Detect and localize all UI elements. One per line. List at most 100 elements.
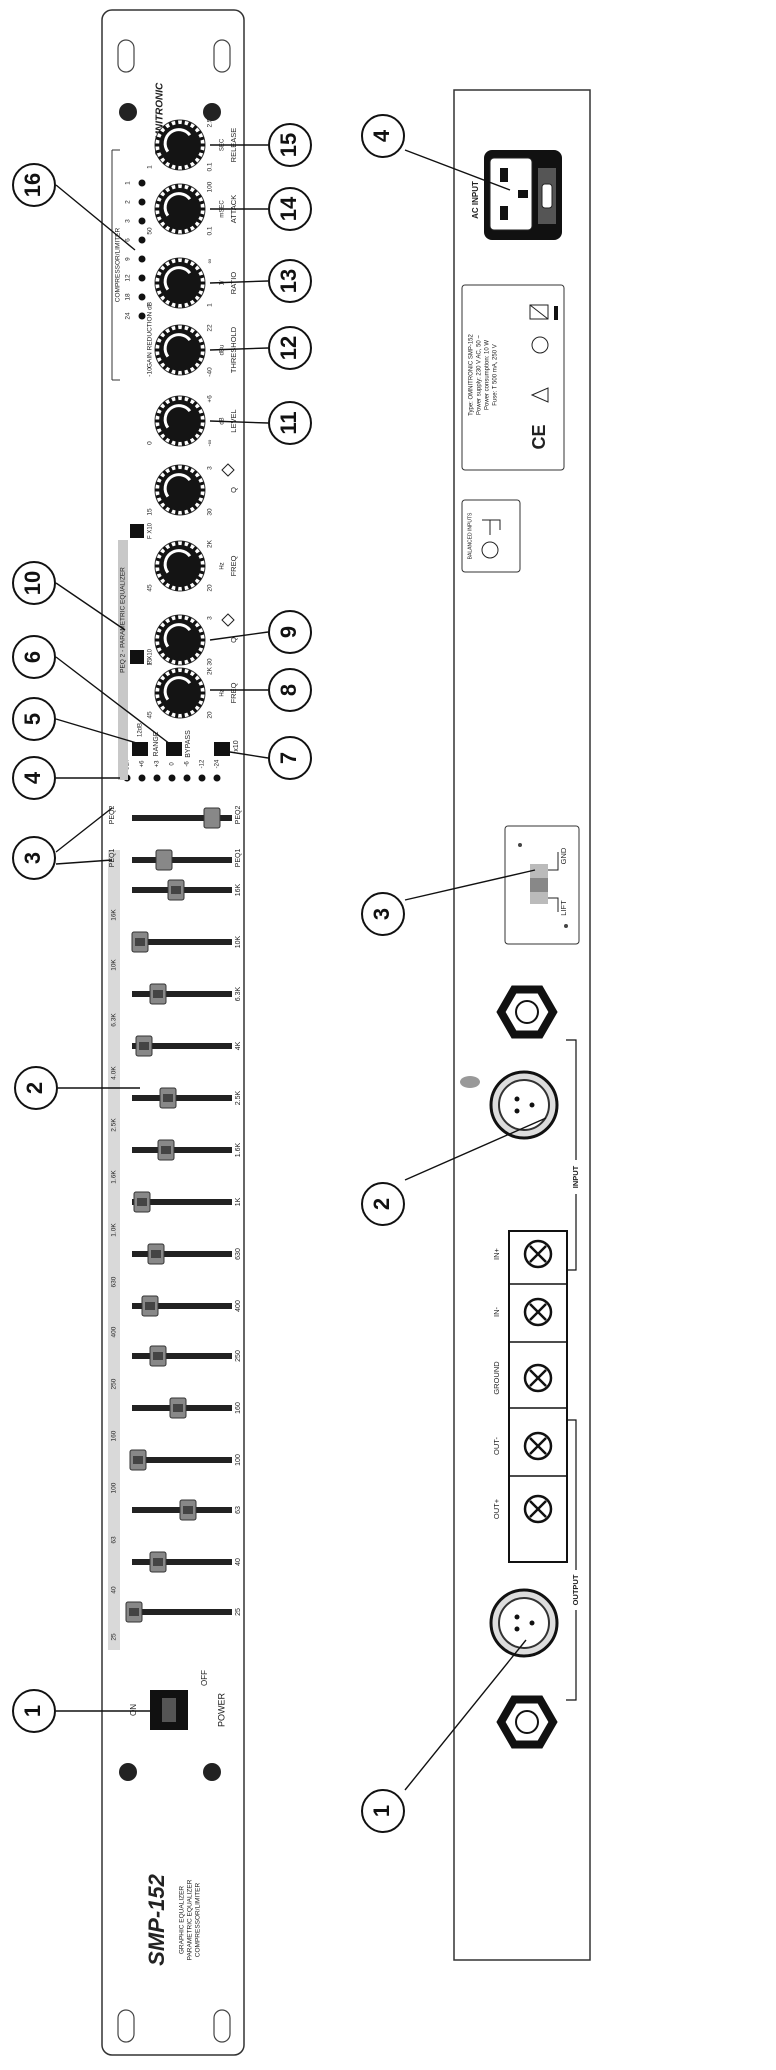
- callout-number: 8: [276, 684, 301, 696]
- callout-front-9: 9: [209, 610, 312, 654]
- callout-front-14: 14: [210, 187, 312, 231]
- callout-front-15: 15: [210, 123, 312, 167]
- knob-scale-mid: 15: [147, 658, 154, 666]
- fader-slot: [132, 1251, 232, 1257]
- callout-rear-1: 1: [361, 1639, 527, 1833]
- fx10-label: F X10: [148, 648, 154, 665]
- knob-scale-max: 2K: [207, 666, 214, 675]
- eq-band-label: 1.6K: [111, 1170, 118, 1184]
- gnd-label: GND: [559, 847, 568, 864]
- led-meter-led: [138, 774, 146, 782]
- callout-circle: [268, 736, 312, 780]
- leader-line: [55, 184, 136, 251]
- callout-number: 4: [369, 129, 394, 142]
- power-on-label: ON: [129, 1704, 138, 1716]
- callout-front-5: 5: [12, 697, 141, 745]
- gain-reduction-led: [138, 236, 146, 244]
- brand-logo-text: OMNITRONIC: [155, 82, 166, 147]
- knob-label: Q: [229, 637, 238, 643]
- jack-socket-hole: [515, 1000, 539, 1024]
- input-label-bg: [570, 1160, 582, 1194]
- eq-fader: [129, 1449, 232, 1471]
- xlr-schematic-icon: [481, 541, 499, 559]
- ac-pin-ground: [518, 190, 528, 198]
- knob-label: FREQ: [229, 555, 238, 576]
- knob-label: FREQ: [229, 682, 238, 703]
- fader-slot: [132, 857, 232, 863]
- range-label: RANGE: [153, 731, 160, 756]
- eq-band-label: 400: [111, 1326, 118, 1337]
- fader-cap-line: [153, 1352, 163, 1360]
- fader-cap-line: [163, 1094, 173, 1102]
- balanced-title: BALANCED INPUTS: [467, 512, 473, 559]
- knob-scale-min: 30: [207, 658, 214, 666]
- gain-reduction-led: [138, 179, 146, 187]
- recycle-icon: [531, 336, 549, 354]
- eq-band-label-bottom: 25: [235, 1608, 242, 1616]
- eq-band-label: 250: [111, 1378, 118, 1389]
- peq-section-bar: [118, 540, 128, 780]
- callout-number: 9: [276, 626, 301, 638]
- callout-number: 14: [276, 196, 301, 221]
- callout-number: 12: [276, 336, 301, 360]
- eq-band-label: 25: [111, 1633, 118, 1641]
- eq-fader: [132, 1345, 232, 1367]
- output-label-bg: [570, 1570, 582, 1610]
- peq2-fx10-button: [130, 524, 144, 538]
- fader-cap: [203, 807, 221, 829]
- callout-circle: [268, 610, 312, 654]
- callout-front-13: 13: [209, 259, 312, 303]
- callout-front-11: 11: [209, 401, 312, 445]
- xlr-pin: [514, 1108, 520, 1114]
- fader-cap-line: [145, 1302, 155, 1310]
- power-label: POWER: [216, 1693, 226, 1728]
- xlr-pin: [514, 1614, 520, 1620]
- fader-slot: [132, 991, 232, 997]
- screw: [119, 103, 137, 121]
- knob-label: Q: [229, 487, 238, 493]
- callout-number: 11: [276, 411, 301, 434]
- knob-highlight: [163, 676, 192, 701]
- knob-scale-max: 3: [207, 466, 214, 470]
- knob-highlight: [163, 473, 192, 498]
- knob-highlight: [163, 623, 192, 648]
- fader-slot: [132, 815, 232, 821]
- fader-cap: [155, 849, 173, 871]
- gain-reduction-led-label: 24: [125, 312, 132, 320]
- callout-rear-3: 3: [361, 869, 536, 936]
- leader-line: [209, 347, 269, 351]
- front-panel-outline: [101, 9, 245, 2056]
- leader-line: [229, 751, 269, 759]
- knob-scale-mid: -10: [147, 367, 154, 377]
- xlr-inner: [498, 1597, 550, 1649]
- output-label: OUTPUT: [571, 1574, 580, 1605]
- eq-band-label: 2.5K: [111, 1118, 118, 1132]
- eq-band-label-bottom: 63: [235, 1506, 242, 1514]
- class2-icon: [530, 387, 549, 403]
- screw: [119, 1763, 137, 1781]
- eq-band-label: 63: [111, 1536, 118, 1544]
- knob-unit: Hz: [220, 562, 226, 569]
- callout-circle: [268, 401, 312, 445]
- leader-line: [55, 582, 126, 631]
- callout-circle: [361, 1789, 405, 1833]
- lift-leader: [548, 897, 559, 912]
- output-xlr-socket: [489, 1588, 559, 1658]
- fuse-icon: [541, 183, 553, 209]
- eq-band-label: 4.0K: [111, 1066, 118, 1080]
- callout-circle: [12, 561, 56, 605]
- led-meter-led: [153, 774, 161, 782]
- eq-band-label: 100: [111, 1482, 118, 1493]
- eq-fader: [132, 1243, 232, 1265]
- knob-highlight: [163, 404, 192, 429]
- fader-cap-line: [171, 886, 181, 894]
- knob-highlight: [163, 266, 192, 291]
- peq-fader: [132, 807, 232, 829]
- terminal-screw-slot: [529, 1437, 547, 1455]
- eq-fader: [131, 931, 232, 953]
- range-value: 12dB: [138, 723, 144, 737]
- terminal-screw-slot: [529, 1500, 547, 1518]
- eq-band-label-bottom: 160: [235, 1402, 242, 1414]
- input-jack-socket: [496, 985, 558, 1039]
- xlr-inner: [498, 1079, 550, 1131]
